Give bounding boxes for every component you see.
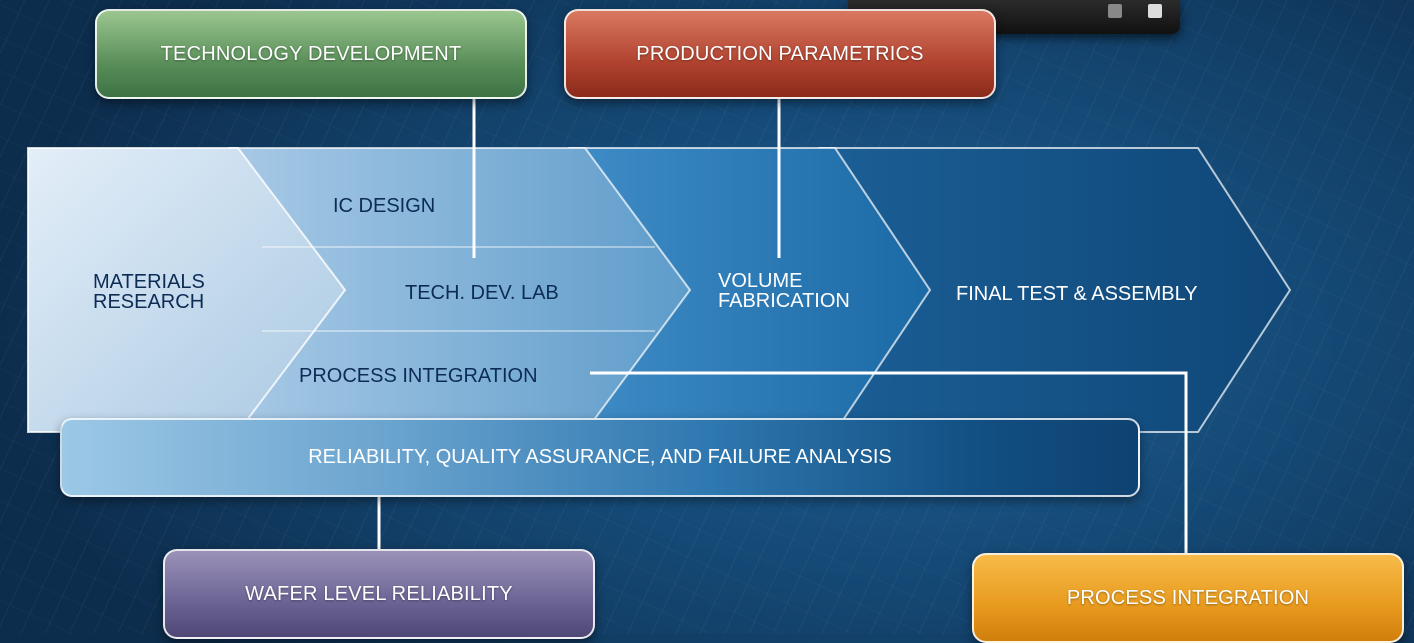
volume-fabrication-label: VOLUME FABRICATION [718, 271, 850, 311]
tech-dev-lab-label: TECH. DEV. LAB [405, 282, 559, 304]
reliability-band-label: RELIABILITY, QUALITY ASSURANCE, AND FAIL… [308, 446, 892, 468]
reliability-band: RELIABILITY, QUALITY ASSURANCE, AND FAIL… [60, 418, 1140, 497]
ic-design-label: IC DESIGN [333, 195, 436, 217]
volume-fabrication-line1: VOLUME [718, 270, 803, 292]
wafer-level-reliability-box: WAFER LEVEL RELIABILITY [163, 549, 595, 639]
connector-line [590, 371, 1188, 553]
materials-research-line1: MATERIALS [93, 271, 205, 293]
process-integration-label: PROCESS INTEGRATION [299, 365, 538, 387]
production-parametrics-label: PRODUCTION PARAMETRICS [636, 42, 924, 65]
materials-research-label: MATERIALS RESEARCH [93, 272, 205, 312]
technology-development-label: TECHNOLOGY DEVELOPMENT [160, 42, 462, 65]
chevron-materials-research [27, 147, 347, 433]
device-port [1148, 4, 1162, 18]
technology-development-box: TECHNOLOGY DEVELOPMENT [95, 9, 527, 99]
device-port [1108, 4, 1122, 18]
process-integration-box: PROCESS INTEGRATION [972, 553, 1404, 643]
process-integration-box-label: PROCESS INTEGRATION [1066, 586, 1310, 609]
materials-research-line2: RESEARCH [93, 291, 205, 313]
volume-fabrication-line2: FABRICATION [718, 290, 850, 312]
final-test-assembly-label: FINAL TEST & ASSEMBLY [956, 283, 1198, 305]
wafer-level-reliability-label: WAFER LEVEL RELIABILITY [245, 582, 513, 605]
production-parametrics-box: PRODUCTION PARAMETRICS [564, 9, 996, 99]
